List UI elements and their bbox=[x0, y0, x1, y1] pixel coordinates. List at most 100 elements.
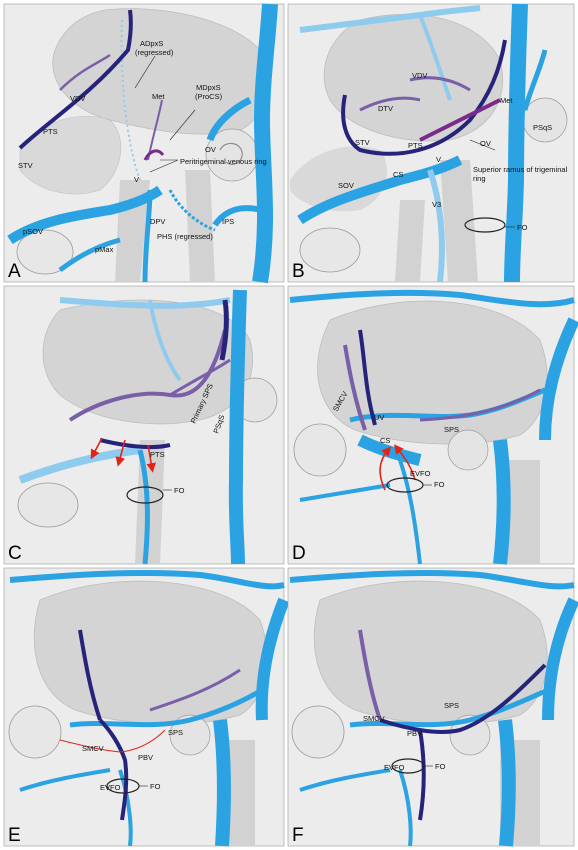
met-vein-b bbox=[419, 98, 501, 142]
otic-vesicle-b bbox=[522, 97, 568, 143]
sov-c bbox=[18, 446, 141, 484]
eye-f bbox=[291, 705, 345, 759]
label-sps-f: SPS bbox=[444, 701, 459, 710]
ssv-f bbox=[289, 569, 575, 590]
label-pbv-f: PBV bbox=[407, 729, 422, 738]
eye-d bbox=[293, 423, 347, 477]
dural-vein-b bbox=[299, 5, 481, 33]
otic-vesicle-e bbox=[169, 714, 211, 756]
psov-vein bbox=[7, 185, 163, 245]
label-ov-b: OV bbox=[480, 139, 491, 148]
label-v3-b: V3 bbox=[432, 200, 441, 209]
v3-vein-b bbox=[427, 169, 445, 283]
jugular-vein-d bbox=[493, 439, 511, 565]
label-smcv-f: SMCV bbox=[363, 714, 385, 723]
label-stv-b: STV bbox=[355, 138, 370, 147]
label-procs: (ProCS) bbox=[195, 92, 223, 101]
bone-column-b2 bbox=[395, 200, 425, 282]
jugular-vein-c bbox=[228, 289, 247, 565]
brain-shape-b bbox=[323, 13, 503, 142]
panel-e: SMCV PBV SPS EVFO FO E bbox=[3, 567, 290, 847]
fo-ring-c bbox=[126, 486, 164, 504]
pbv-dark-e bbox=[98, 718, 129, 821]
eye-c bbox=[17, 482, 79, 528]
dural-vein-c2 bbox=[148, 299, 182, 382]
panel-letter-b: B bbox=[292, 261, 305, 282]
vein-branch-e2 bbox=[118, 769, 133, 847]
red-arrows-c bbox=[90, 437, 156, 473]
jugular-vein-b bbox=[504, 3, 528, 283]
label-vdv-b: VDV bbox=[412, 71, 427, 80]
panel-letter-a: A bbox=[8, 261, 21, 282]
label-ring: Peritrigeminal venous ring bbox=[180, 157, 267, 166]
label-ips: IPS bbox=[222, 217, 234, 226]
label-ring-b: ring bbox=[473, 174, 486, 183]
dpv-vein bbox=[142, 189, 153, 283]
panel-b: VDV DTV Met STV PTS OV PSqS V SOV CS Sup… bbox=[287, 3, 575, 283]
smcv-dark-e bbox=[78, 629, 102, 721]
panel-letter-f: F bbox=[292, 825, 304, 846]
pmax-vein bbox=[58, 237, 121, 273]
emissary-dark-f bbox=[418, 729, 426, 821]
vein-branch-c bbox=[137, 449, 150, 565]
phs-regressed bbox=[168, 189, 216, 232]
vein-branch-f bbox=[299, 768, 391, 792]
label-phs: PHS (regressed) bbox=[157, 232, 213, 241]
label-pts: PTS bbox=[43, 127, 58, 136]
sigmoid-f bbox=[542, 597, 578, 721]
label-psov: pSOV bbox=[23, 227, 43, 236]
vdv-vein-b bbox=[409, 76, 471, 92]
bone-column-2 bbox=[185, 170, 215, 282]
label-stv: STV bbox=[18, 161, 33, 170]
label-pts-b: PTS bbox=[408, 141, 423, 150]
smcv-d bbox=[343, 344, 367, 431]
otic-vesicle-f bbox=[449, 714, 491, 756]
label-pbv-e: PBV bbox=[138, 753, 153, 762]
panel-letter-e: E bbox=[8, 825, 21, 846]
label-vdv: VDV bbox=[70, 94, 85, 103]
vein-branch-d bbox=[398, 459, 422, 565]
label-adpxs: ADpxS bbox=[140, 39, 163, 48]
eye-b bbox=[299, 227, 361, 273]
otic-vesicle-d bbox=[447, 429, 489, 471]
label-fo-f: FO bbox=[435, 762, 446, 771]
peritrigeminal-ring bbox=[143, 149, 165, 161]
panel-d: SMCV UV CS SPS EVFO FO D bbox=[287, 285, 578, 565]
sov-cs-b bbox=[297, 155, 463, 225]
brain-shape bbox=[52, 8, 267, 135]
vein-dark-c bbox=[219, 299, 229, 361]
sps-purple-e bbox=[149, 668, 241, 712]
primary-sps-c bbox=[169, 358, 231, 397]
ssv-e bbox=[9, 569, 285, 590]
label-ramus-b: Superior ramus of trigeminal bbox=[473, 165, 568, 174]
eye-e bbox=[8, 705, 62, 759]
label-sov-b: SOV bbox=[338, 181, 354, 190]
vein-branch bbox=[206, 96, 252, 142]
label-cs-d: CS bbox=[380, 436, 390, 445]
label-pts-c: PTS bbox=[150, 450, 165, 459]
dural-vein-b2 bbox=[418, 14, 452, 101]
red-collateral-e bbox=[59, 729, 166, 753]
label-sps-d: SPS bbox=[444, 425, 459, 434]
sigmoid-e bbox=[255, 597, 290, 721]
label-dpv: DPV bbox=[150, 217, 165, 226]
vein-branch-b bbox=[522, 49, 548, 111]
leader-lines-a bbox=[134, 55, 196, 173]
label-fo-c: FO bbox=[174, 486, 185, 495]
label-smcv-e: SMCV bbox=[82, 744, 104, 753]
panel-c: PTS Primary SPS PSqS FO C bbox=[3, 285, 285, 565]
label-sps-e: SPS bbox=[168, 728, 183, 737]
jugular-vein-f bbox=[498, 719, 516, 847]
smcv-f bbox=[358, 629, 382, 721]
cochlea-icon bbox=[219, 142, 243, 165]
brain-shape-f bbox=[313, 580, 548, 725]
panel-letter-d: D bbox=[292, 543, 306, 564]
label-fo-e: FO bbox=[150, 782, 161, 791]
vein-branch-d2 bbox=[299, 483, 391, 502]
label-psqs-b: PSqS bbox=[533, 123, 552, 132]
label-uv-d: UV bbox=[374, 413, 384, 422]
label-met-b: Met bbox=[500, 96, 513, 105]
ips-vein bbox=[212, 205, 263, 227]
panel-f: SMCV PBV SPS EVFO FO F bbox=[287, 567, 578, 847]
